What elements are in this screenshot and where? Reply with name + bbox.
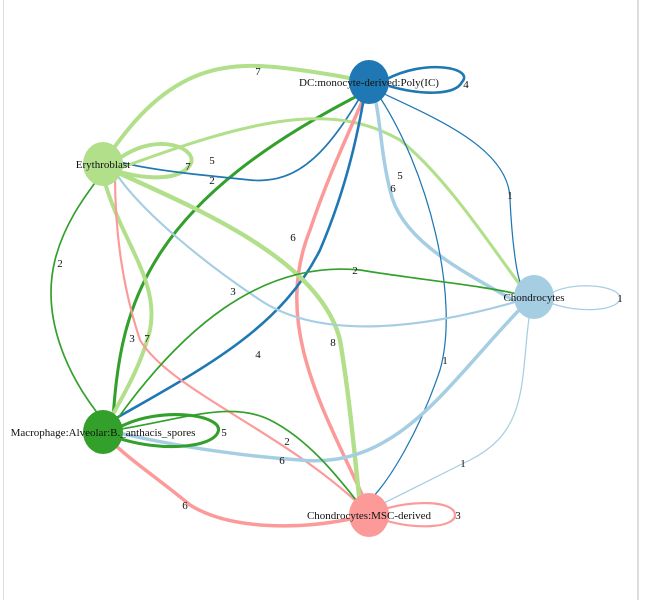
edge-dc-to-chond (379, 91, 521, 283)
edge-chond-to-dc (371, 91, 523, 307)
node-msc[interactable] (349, 493, 389, 537)
edge-msc-to-ery (113, 175, 361, 506)
edges (50, 63, 621, 528)
node-label-msc: Chondrocytes:MSC-derived (307, 510, 432, 522)
edge-ery-to-chond (114, 117, 526, 291)
edge-mac-to-mac (117, 413, 220, 449)
edge-weight-label: 2 (209, 175, 215, 187)
edge-weight-label: 1 (617, 293, 623, 305)
edge-weight-label: 5 (209, 155, 215, 167)
node-dc[interactable] (349, 60, 389, 104)
edge-weight-label: 1 (507, 190, 513, 202)
edge-chond-to-msc (379, 309, 531, 506)
edge-dc-to-ery (119, 81, 370, 182)
edge-weight-label: 3 (129, 333, 135, 345)
edge-weight-label: 2 (352, 265, 358, 277)
edge-weight-label: 6 (390, 183, 396, 195)
node-ery[interactable] (83, 142, 123, 186)
edge-chond-to-mac (114, 303, 526, 463)
edge-weight-label: 4 (463, 79, 469, 91)
edge-chond-to-chond (547, 285, 621, 311)
edge-weight-label: 4 (255, 349, 261, 361)
edge-ery-to-mac (101, 175, 154, 421)
edge-weight-label: 6 (279, 455, 285, 467)
edge-msc-to-dc (295, 91, 371, 511)
edge-mac-to-ery (50, 175, 104, 421)
edge-weight-label: 7 (144, 333, 150, 345)
edge-weight-label: 5 (397, 170, 403, 182)
edge-weight-label: 3 (455, 510, 461, 522)
node-label-chond: Chondrocytes (503, 292, 564, 304)
edge-dc-to-msc (369, 89, 447, 501)
edge-weight-label: 3 (230, 286, 236, 298)
nodes (83, 60, 554, 537)
edge-chond-to-ery (114, 171, 523, 328)
node-label-mac: Macrophage:Alveolar:B._anthacis_spores (11, 427, 196, 439)
edge-weight-label: 2 (57, 258, 63, 270)
edge-weight-label: 7 (185, 161, 191, 173)
edge-msc-to-msc (381, 502, 457, 528)
edge-weight-label: 6 (290, 232, 296, 244)
edge-weight-label: 7 (255, 66, 261, 78)
edge-msc-to-mac (110, 440, 356, 528)
edge-mac-to-dc (111, 88, 370, 421)
edge-weight-label: 8 (330, 337, 336, 349)
edge-weight-label: 1 (442, 355, 448, 367)
edge-mac-to-chond (112, 268, 523, 426)
edge-dc-to-dc (384, 65, 466, 94)
edge-weight-label: 2 (284, 436, 290, 448)
node-mac[interactable] (83, 410, 123, 454)
edge-mac-to-msc (114, 410, 361, 506)
edge-weight-label: 1 (460, 458, 466, 470)
edge-weight-label: 6 (182, 500, 188, 512)
plot-frame (3, 0, 639, 600)
node-label-dc: DC:monocyte-derived:Poly(IC) (299, 77, 439, 89)
node-label-ery: Erythroblast (76, 159, 130, 171)
node-chond[interactable] (514, 275, 554, 319)
edge-ery-to-msc (111, 167, 363, 506)
edge-dc-to-mac (112, 91, 367, 422)
edge-ery-to-ery (118, 141, 194, 180)
edge-weight-label: 5 (221, 427, 227, 439)
